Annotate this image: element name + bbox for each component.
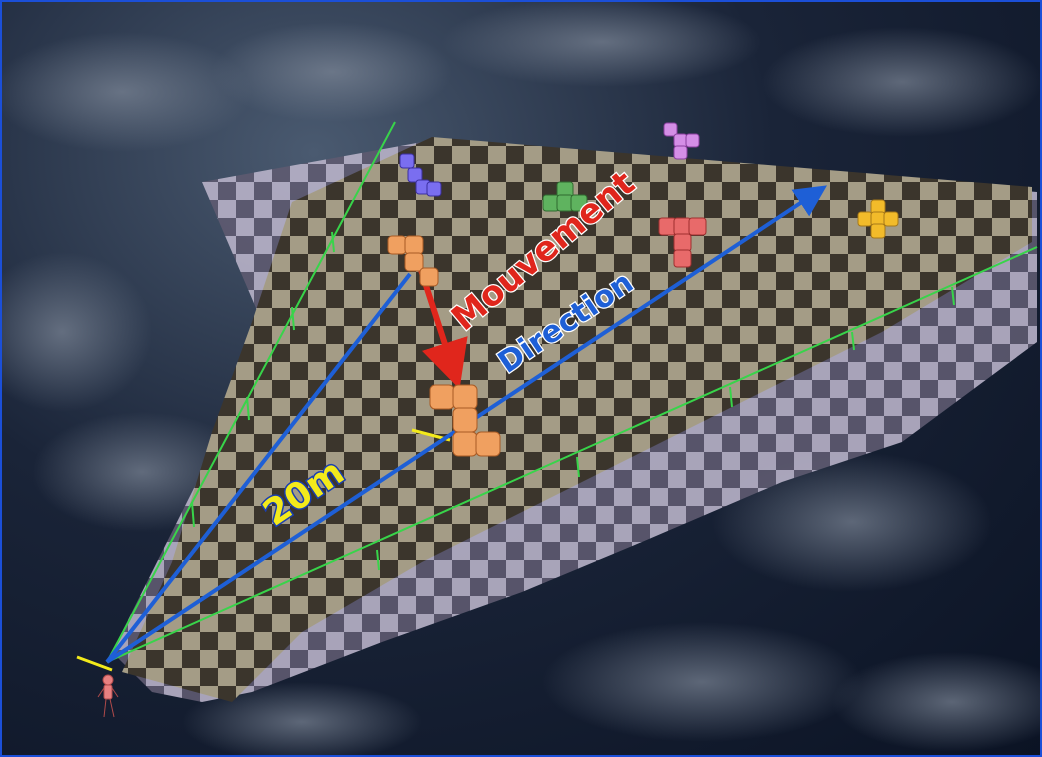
game-board[interactable] <box>122 137 1032 702</box>
tetromino-violet-s[interactable] <box>663 122 700 160</box>
tetromino-orange-origin[interactable] <box>387 235 439 287</box>
tetromino-blue-z[interactable] <box>399 153 442 197</box>
tetromino-yellow-plus[interactable] <box>857 199 899 239</box>
view-frustum-lines <box>106 121 1038 663</box>
tetromino-red-t[interactable] <box>658 217 707 268</box>
avatar-figure[interactable] <box>97 674 119 718</box>
frustum-ticks <box>191 231 955 571</box>
tetromino-green-t[interactable] <box>542 181 588 212</box>
tetromino-orange-target[interactable] <box>429 384 501 457</box>
